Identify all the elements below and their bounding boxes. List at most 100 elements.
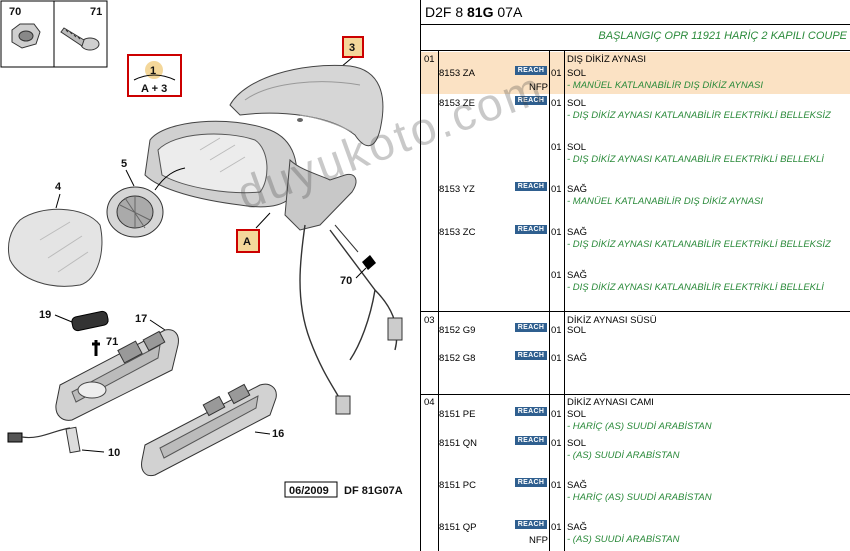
part-reference[interactable]: 8151 QN [439, 438, 478, 449]
callout-5: 5 [121, 158, 127, 170]
quantity: 01 [551, 522, 562, 533]
part-reference[interactable]: 8151 PC [439, 480, 476, 491]
part-description: - MANÜEL KATLANABİLİR DIŞ DİKİZ AYNASI [567, 80, 764, 91]
column-divider [564, 50, 565, 551]
callout-3: 3 [349, 42, 355, 54]
callout-A: A [243, 236, 251, 248]
nfp-label: NFP [529, 535, 548, 546]
side-label: SAĞ [567, 480, 588, 491]
cross-marker [92, 340, 100, 356]
callout-70: 70 [9, 6, 21, 18]
part-reference[interactable]: 8153 ZA [439, 68, 475, 79]
part-description: - (AS) SUUDİ ARABİSTAN [567, 534, 680, 545]
reach-badge: REACH [515, 520, 547, 529]
leader-10 [81, 449, 105, 453]
reach-badge: REACH [515, 225, 547, 234]
group-separator [421, 394, 850, 395]
part-reference[interactable]: 8153 ZE [439, 98, 475, 109]
nut-icon [11, 23, 41, 49]
window-switch-panel-17 [55, 329, 179, 421]
side-label: SAĞ [567, 353, 588, 364]
quantity: 01 [551, 480, 562, 491]
callout-4: 4 [55, 181, 62, 193]
side-label: SOL [567, 438, 587, 449]
selected-row-highlight [421, 52, 850, 94]
sensor-cable [7, 426, 81, 454]
part-description: - MANÜEL KATLANABİLİR DIŞ DİKİZ AYNASI [567, 196, 764, 207]
group-title: DİKİZ AYNASI SÜSÜ [567, 315, 657, 326]
quantity: 01 [551, 325, 562, 336]
reach-badge: REACH [515, 351, 547, 360]
mirror-housing [144, 120, 357, 231]
part-reference[interactable]: 8153 ZC [439, 227, 476, 238]
screw-icon [60, 27, 100, 51]
leader-A [255, 212, 271, 229]
callout-16: 16 [272, 428, 284, 440]
part-description: - (AS) SUUDİ ARABİSTAN [567, 450, 680, 461]
column-divider [549, 50, 550, 551]
screw-marker [362, 255, 376, 270]
applicability-subtitle: BAŞLANGIÇ OPR 11921 HARİÇ 2 KAPILI COUPE [598, 30, 847, 42]
panel-header: D2F 8 81G 07A [421, 0, 850, 25]
part-reference[interactable]: 8153 YZ [439, 184, 475, 195]
reach-badge: REACH [515, 182, 547, 191]
group-separator [421, 50, 850, 51]
part-reference[interactable]: 8151 PE [439, 409, 476, 420]
side-label: SOL [567, 409, 587, 420]
date-box [284, 481, 338, 498]
side-label: SOL [567, 68, 587, 79]
leader-4 [55, 193, 61, 209]
leader-70b [355, 267, 367, 279]
part-reference[interactable]: 8152 G9 [439, 325, 476, 336]
group-number: 01 [424, 54, 435, 65]
reach-badge: REACH [515, 66, 547, 75]
side-label: SOL [567, 325, 587, 336]
leader-5 [125, 169, 135, 187]
group-number: 03 [424, 315, 435, 326]
reach-badge: REACH [515, 436, 547, 445]
part-description: - DIŞ DİKİZ AYNASI KATLANABİLİR ELEKTRİK… [567, 154, 824, 165]
cable-harness [299, 224, 403, 415]
mirror-glass [7, 208, 103, 287]
quantity: 01 [551, 270, 562, 281]
quantity: 01 [551, 184, 562, 195]
part-reference[interactable]: 8151 QP [439, 522, 477, 533]
callout-box-A [236, 229, 260, 253]
reach-badge: REACH [515, 323, 547, 332]
reach-badge: REACH [515, 96, 547, 105]
side-label: SOL [567, 142, 587, 153]
group-number: 04 [424, 397, 435, 408]
diagram-reference: D2F 8 81G 07A [425, 4, 523, 20]
reach-badge: REACH [515, 478, 547, 487]
quantity: 01 [551, 353, 562, 364]
parts-diagram: 70 71 1 A + 3 3 A 5 [0, 0, 420, 551]
drawing-code: DF 81G07A [344, 485, 403, 497]
mirror-motor [106, 186, 164, 238]
motor-link [154, 167, 186, 191]
drawing-date: 06/2009 [289, 485, 329, 497]
side-label: SAĞ [567, 184, 588, 195]
part-description: - DIŞ DİKİZ AYNASI KATLANABİLİR ELEKTRİK… [567, 239, 831, 250]
group-title: DIŞ DİKİZ AYNASI [567, 54, 647, 65]
leader-16 [254, 431, 271, 435]
callout-71: 71 [90, 6, 102, 18]
group-separator [421, 311, 850, 312]
quantity: 01 [551, 98, 562, 109]
callout-1: 1 [150, 65, 156, 77]
parts-list-panel: D2F 8 81G 07A BAŞLANGIÇ OPR 11921 HARİÇ … [420, 0, 850, 551]
part-reference[interactable]: 8152 G8 [439, 353, 476, 364]
group-title: DİKİZ AYNASI CAMI [567, 397, 654, 408]
reach-badge: REACH [515, 407, 547, 416]
callout-19: 19 [39, 309, 51, 321]
part-description: - DIŞ DİKİZ AYNASI KATLANABİLİR ELEKTRİK… [567, 282, 824, 293]
callout-arc [133, 74, 176, 81]
quantity: 01 [551, 68, 562, 79]
column-divider [438, 50, 439, 551]
callout-circle [145, 61, 163, 79]
callout-70b: 70 [340, 275, 352, 287]
side-label: SAĞ [567, 522, 588, 533]
leader-19 [54, 314, 73, 323]
part-description: - HARİÇ (AS) SUUDİ ARABİSTAN [567, 421, 712, 432]
side-label: SAĞ [567, 270, 588, 281]
mirror-cover [229, 64, 384, 147]
